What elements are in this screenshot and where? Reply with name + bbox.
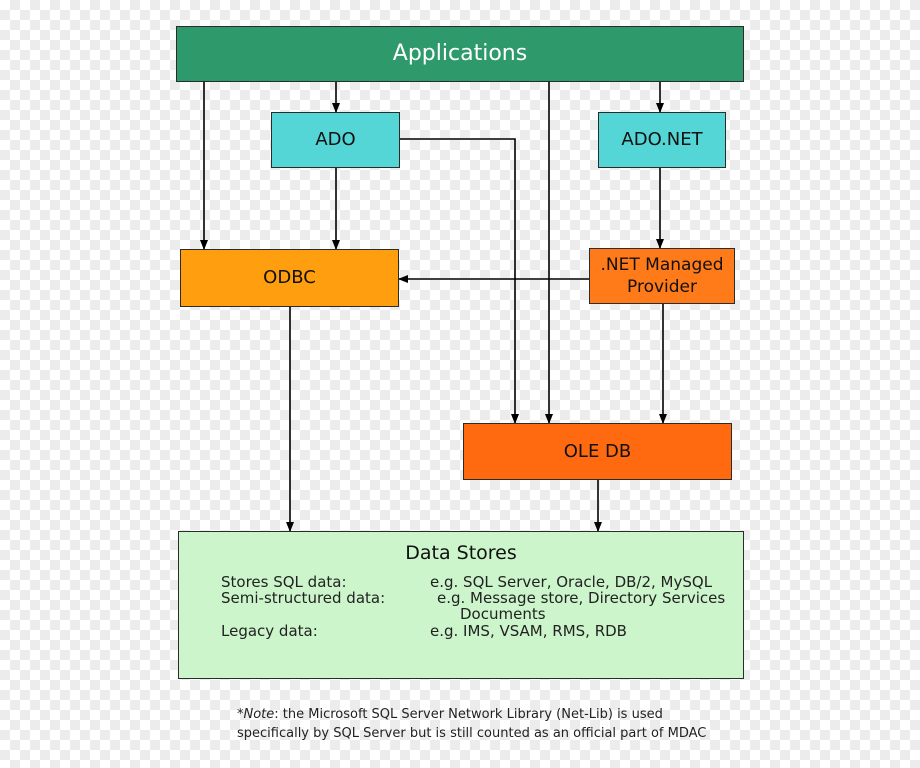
- arrow-ado-to-oledb: [400, 138, 519, 424]
- data-stores-box: Data Stores Stores SQL data: e.g. SQL Se…: [178, 531, 744, 679]
- oledb-box: OLE DB: [463, 423, 732, 480]
- adonet-label: ADO.NET: [621, 129, 703, 150]
- net-provider-label-line1: .NET Managed: [600, 255, 724, 275]
- applications-box: Applications: [176, 26, 744, 82]
- legacy-data-examples: e.g. IMS, VSAM, RMS, RDB: [430, 622, 627, 640]
- footnote-text-1: : the Microsoft SQL Server Network Libra…: [274, 707, 663, 722]
- net-managed-provider-box: .NET Managed Provider: [589, 248, 735, 304]
- legacy-data-category: Legacy data:: [221, 622, 318, 640]
- footnote-line-2: specifically by SQL Server but is still …: [237, 726, 707, 741]
- ado-box: ADO: [271, 112, 400, 168]
- footnote-label: *Note: [237, 707, 275, 722]
- odbc-box: ODBC: [180, 249, 399, 307]
- oledb-label: OLE DB: [563, 440, 632, 462]
- adonet-box: ADO.NET: [598, 112, 726, 168]
- sql-data-category: Stores SQL data:: [221, 573, 347, 591]
- odbc-label: ODBC: [263, 267, 316, 288]
- semi-structured-category: Semi-structured data:: [221, 589, 386, 607]
- applications-label: Applications: [392, 41, 528, 66]
- data-stores-title: Data Stores: [405, 542, 517, 564]
- footnote: *Note: the Microsoft SQL Server Network …: [237, 705, 706, 743]
- semi-structured-examples: e.g. Message store, Directory Services: [437, 589, 726, 607]
- semi-structured-examples-cont: Documents: [460, 605, 546, 623]
- ado-label: ADO: [315, 129, 356, 150]
- footnote-line-1: *Note: the Microsoft SQL Server Network …: [237, 705, 706, 724]
- sql-data-examples: e.g. SQL Server, Oracle, DB/2, MySQL: [430, 573, 713, 591]
- net-provider-label-line2: Provider: [627, 277, 697, 297]
